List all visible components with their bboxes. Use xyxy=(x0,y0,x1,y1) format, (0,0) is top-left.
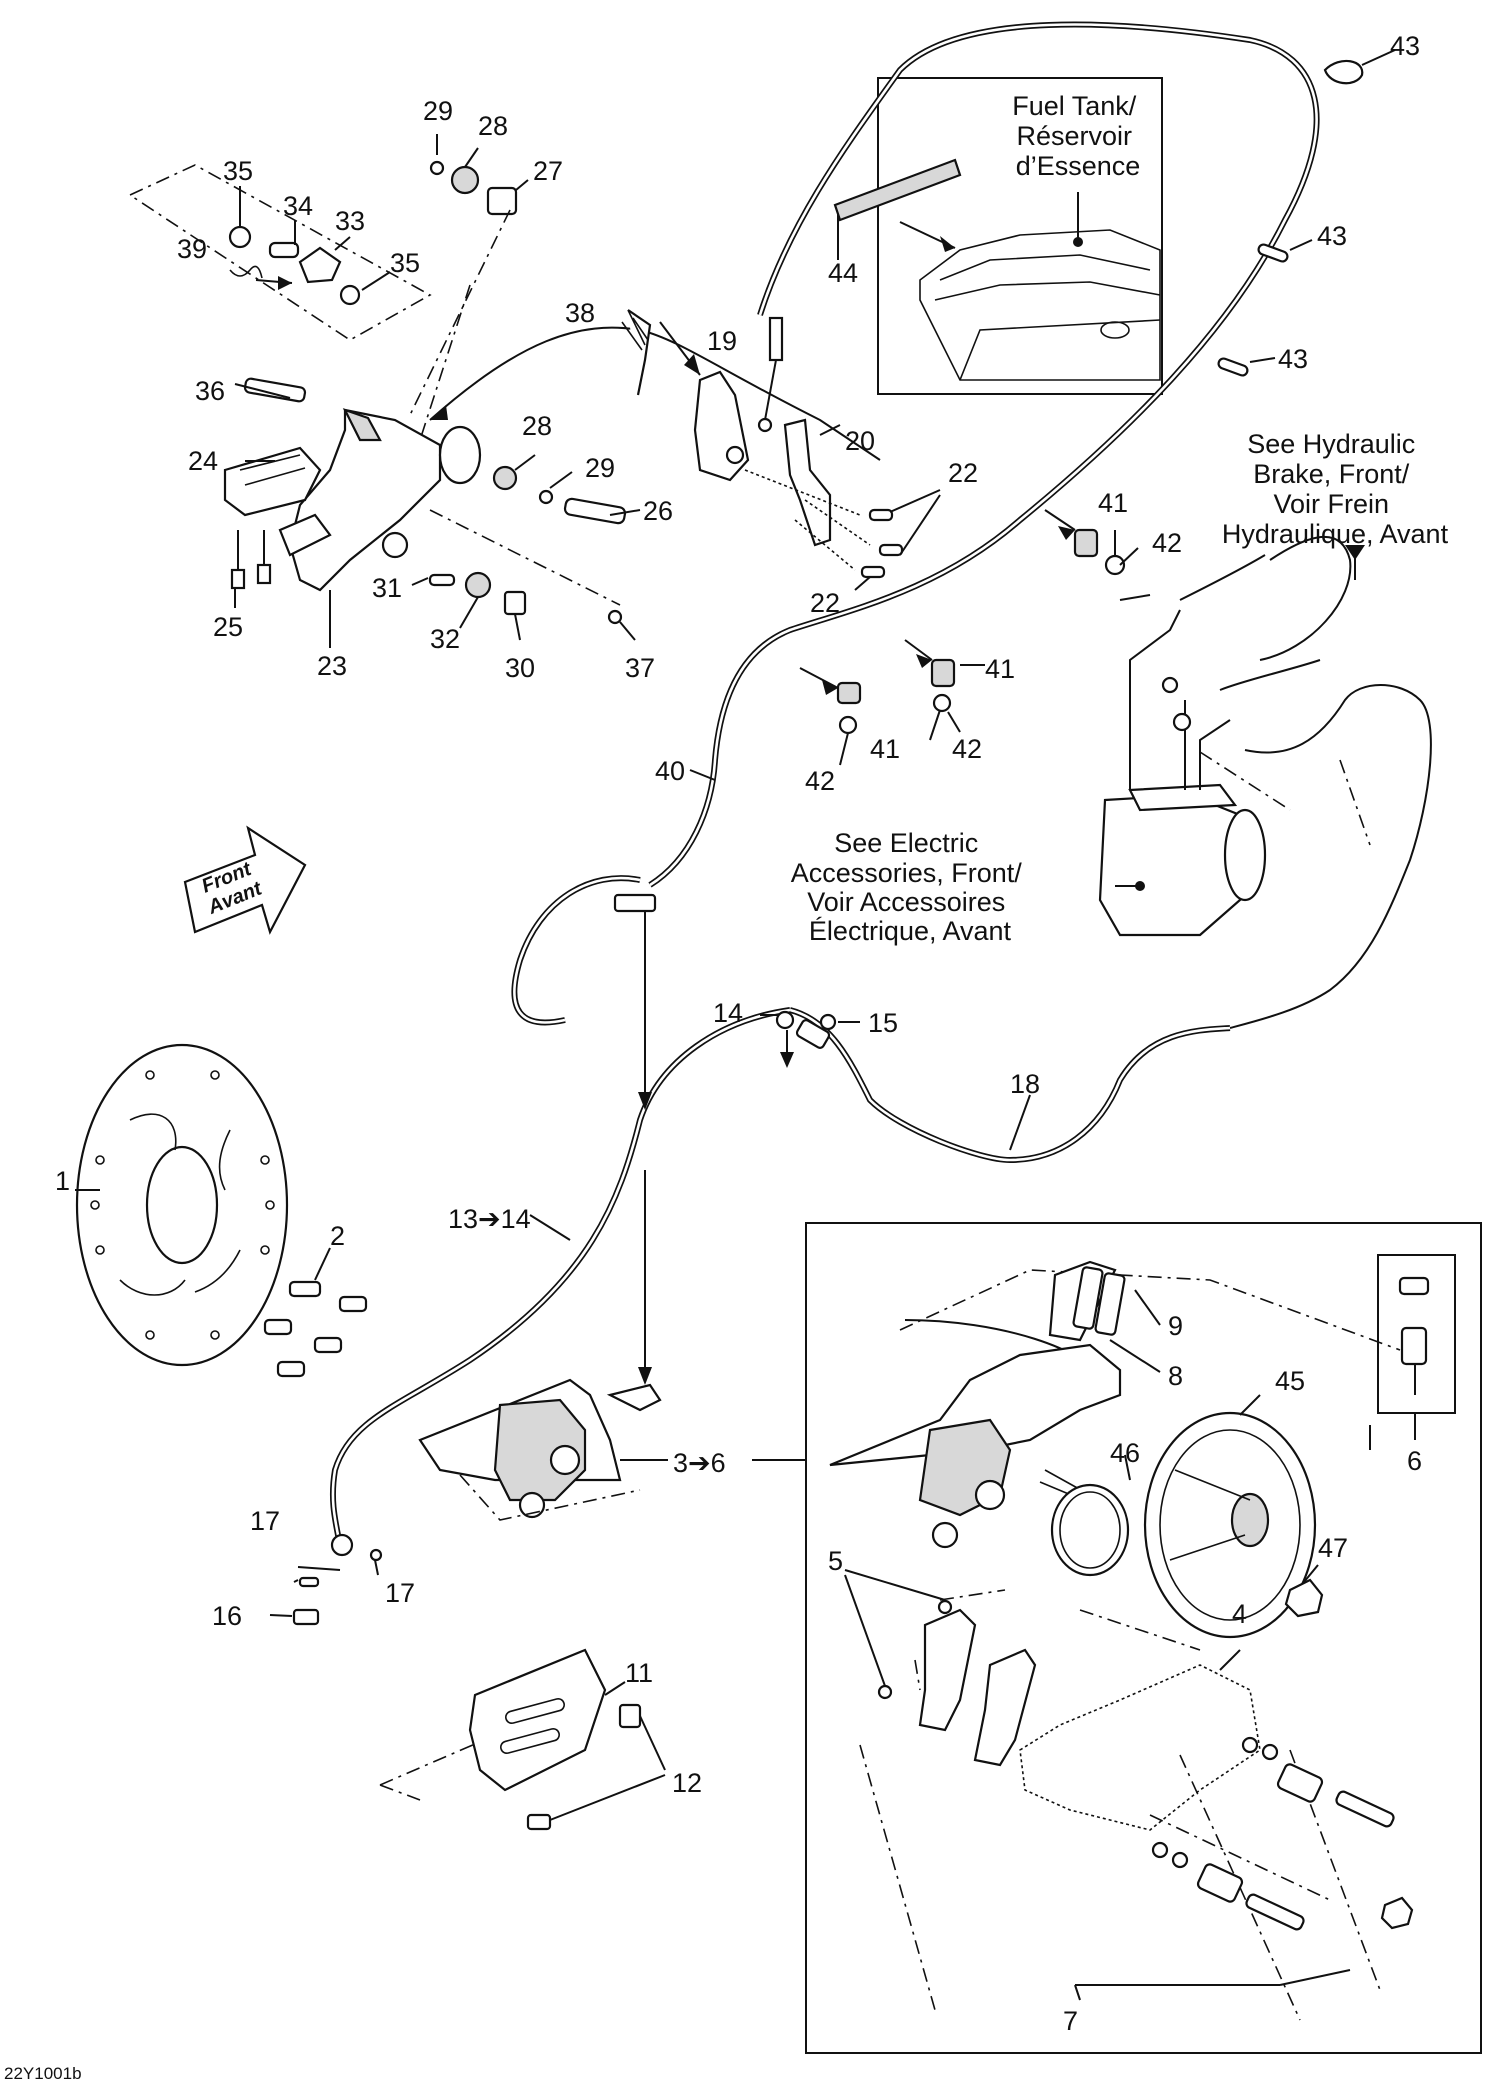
part-label-35b: 35 xyxy=(390,248,420,278)
electric-label-2: Accessories, Front/ xyxy=(791,858,1023,888)
part-label-23: 23 xyxy=(317,651,347,681)
part-label-37: 37 xyxy=(625,653,655,683)
part-label-45: 45 xyxy=(1275,1366,1305,1396)
part-label-1: 1 xyxy=(55,1166,70,1196)
part-label-2: 2 xyxy=(330,1221,345,1251)
cable-clips-41-42 xyxy=(799,509,1126,735)
part-label-5: 5 xyxy=(828,1546,843,1576)
hydraulic-label-4: Hydraulique, Avant xyxy=(1222,519,1449,549)
fuel-tank-label-3: d’Essence xyxy=(1016,151,1141,181)
hydraulic-label-2: Brake, Front/ xyxy=(1253,459,1410,489)
abs-point xyxy=(1135,881,1145,891)
caliper-detail-frame xyxy=(752,1222,1482,2054)
brake-lever-19-20 xyxy=(621,309,904,579)
cable-fitting xyxy=(613,893,657,913)
brake-lines xyxy=(292,910,1231,1626)
fuel-tank-label-2: Réservoir xyxy=(1016,121,1132,151)
part-label-24: 24 xyxy=(188,446,218,476)
part-label-31: 31 xyxy=(372,573,402,603)
brake-disc xyxy=(75,1043,368,1378)
hydraulic-label-3: Voir Frein xyxy=(1273,489,1389,519)
cable-eye xyxy=(757,417,773,433)
part-label-6: 6 xyxy=(1407,1446,1422,1476)
part-label-19: 19 xyxy=(707,326,737,356)
part-label-17b: 17 xyxy=(385,1578,415,1608)
part-label-7: 7 xyxy=(1063,2006,1078,2036)
part-label-3-6: 3➔6 xyxy=(673,1448,726,1478)
diagram-code: 22Y1001b xyxy=(4,2064,82,2083)
part-label-27: 27 xyxy=(533,156,563,186)
part-label-43a: 43 xyxy=(1390,31,1420,61)
part-label-32: 32 xyxy=(430,624,460,654)
part-label-41a: 41 xyxy=(1098,488,1128,518)
hydraulic-label-1: See Hydraulic xyxy=(1247,429,1415,459)
part-label-43c: 43 xyxy=(1278,344,1308,374)
electric-label-4: Électrique, Avant xyxy=(809,916,1012,946)
part-label-15: 15 xyxy=(868,1008,898,1038)
part-label-38: 38 xyxy=(565,298,595,328)
caliper-main xyxy=(418,1378,662,1521)
electric-accessories-callout: See Electric Accessories, Front/ Voir Ac… xyxy=(791,828,1030,946)
part-label-17a: 17 xyxy=(250,1506,280,1536)
part-label-44: 44 xyxy=(828,258,858,288)
part-label-47: 47 xyxy=(1318,1533,1348,1563)
part-label-35a: 35 xyxy=(223,156,253,186)
part-label-41b: 41 xyxy=(985,654,1015,684)
part-label-14: 14 xyxy=(713,998,743,1028)
part-label-39: 39 xyxy=(177,234,207,264)
hydraulic-brake-callout: See Hydraulic Brake, Front/ Voir Frein H… xyxy=(1222,429,1449,549)
part-label-8: 8 xyxy=(1168,1361,1183,1391)
part-label-33: 33 xyxy=(335,206,365,236)
caliper-exploded-lower xyxy=(859,1589,1414,2021)
front-direction-arrow: Front Avant xyxy=(183,825,307,935)
part-label-42c: 42 xyxy=(805,766,835,796)
part-label-4: 4 xyxy=(1232,1599,1247,1629)
abs-module xyxy=(1098,535,1432,1029)
clamps-43 xyxy=(1217,49,1396,377)
part-label-41c: 41 xyxy=(870,734,900,764)
brake-cable-loop xyxy=(511,21,1320,1026)
cable-end-fitting xyxy=(768,316,784,362)
part-label-18: 18 xyxy=(1010,1069,1040,1099)
electric-label-3: Voir Accessoires xyxy=(807,887,1005,917)
svg-text:Fuel Tank/ Réservoir: Fuel Tank/ Réservoir d’Essence xyxy=(1012,91,1144,181)
brake-pedal-assembly xyxy=(128,160,881,625)
rubber-strip-44 xyxy=(833,158,962,260)
part-label-42b: 42 xyxy=(952,734,982,764)
electric-label-1: See Electric xyxy=(834,828,978,858)
bracket-11 xyxy=(379,1648,642,1831)
part-label-29a: 29 xyxy=(423,96,453,126)
part-label-22b: 22 xyxy=(810,588,840,618)
part-label-28a: 28 xyxy=(478,111,508,141)
part-label-42a: 42 xyxy=(1152,528,1182,558)
fuel-tank-inset: Fuel Tank/ Réservoir d’Essence xyxy=(877,77,1163,395)
part-label-25: 25 xyxy=(213,612,243,642)
leader-lines xyxy=(75,134,1351,2001)
part-label-12: 12 xyxy=(672,1768,702,1798)
part-label-28b: 28 xyxy=(522,411,552,441)
part-label-26: 26 xyxy=(643,496,673,526)
part-number-labels: 1 2 3➔6 4 5 6 7 8 9 11 12 13➔14 14 15 16… xyxy=(55,31,1422,2036)
part-label-34: 34 xyxy=(283,191,313,221)
svg-text:See Electric Accessories: See Electric Accessories, Front/ Voir Ac… xyxy=(791,828,1030,946)
part-label-40: 40 xyxy=(655,756,685,786)
part-label-13-14: 13➔14 xyxy=(448,1204,531,1234)
part-label-11: 11 xyxy=(625,1658,653,1688)
fuel-tank-label-1: Fuel Tank/ xyxy=(1012,91,1137,121)
part-label-16: 16 xyxy=(212,1601,242,1631)
part-label-29b: 29 xyxy=(585,453,615,483)
part-label-20: 20 xyxy=(845,426,875,456)
part-label-22a: 22 xyxy=(948,458,978,488)
part-label-9: 9 xyxy=(1168,1311,1183,1341)
part-label-30: 30 xyxy=(505,653,535,683)
part-label-43b: 43 xyxy=(1317,221,1347,251)
part-label-36: 36 xyxy=(195,376,225,406)
svg-text:See Hydraulic Brake, Fro: See Hydraulic Brake, Front/ Voir Frein H… xyxy=(1222,429,1449,549)
part-label-46: 46 xyxy=(1110,1438,1140,1468)
